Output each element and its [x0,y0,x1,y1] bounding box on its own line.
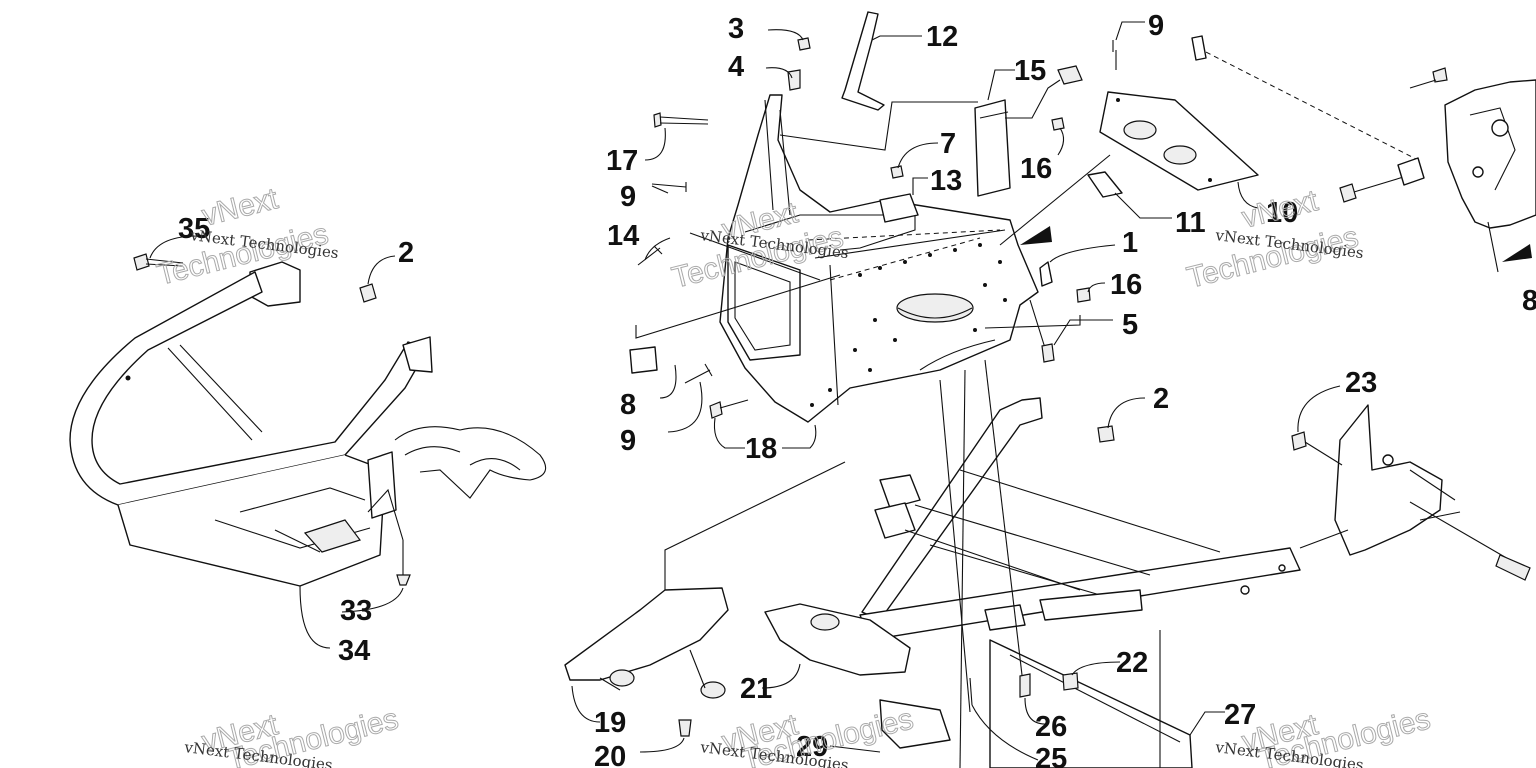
callout-17: 17 [606,145,638,177]
callout-5: 5 [1122,309,1138,341]
callout-21: 21 [740,673,772,705]
callout-2: 2 [398,237,414,269]
nut-part-22 [1062,672,1079,691]
bolt-part-18 [709,399,749,419]
front-bumper [69,261,433,587]
arrow-indicator [1020,226,1052,245]
callout-19: 19 [594,707,626,739]
clip-part-2-left [359,283,377,303]
callout-8-edge: 8 [1522,285,1536,317]
rivet-part-20 [678,719,692,737]
bolt-part-26 [1019,673,1031,698]
rivet-part-9-upper [651,182,687,192]
callout-18: 18 [745,433,777,465]
callout-16: 16 [1110,269,1142,301]
frame-holes [810,243,1007,407]
spring-part-1 [1039,261,1053,287]
front-frame-housing [719,94,1039,423]
callout-27: 27 [1224,699,1256,731]
callout-labels: 35 2 33 34 3 4 17 9 14 8 9 18 12 7 13 15… [178,10,1536,768]
callout-9: 9 [620,425,636,457]
clip-part-14 [637,245,663,266]
callout-20: 20 [594,741,626,768]
callout-16: 16 [1020,153,1052,185]
bolt-part-5 [1029,299,1055,363]
callout-34: 34 [338,635,370,667]
screw-part-33 [396,540,411,586]
grommet-part-8 [629,346,658,374]
callout-3: 3 [728,13,744,45]
callout-2: 2 [1153,383,1169,415]
callout-12: 12 [926,21,958,53]
callout-7: 7 [940,128,956,160]
callout-15: 15 [1014,55,1046,87]
callout-33: 33 [340,595,372,627]
callout-13: 13 [930,165,962,197]
callout-25: 25 [1035,743,1067,768]
callout-23: 23 [1345,367,1377,399]
callout-4: 4 [728,51,744,83]
bracket-part-11 [1087,171,1123,198]
main-chassis-frame [859,397,1301,641]
watermark-top-right: vNext Technologies vNext Technologies [1183,184,1364,296]
nut-part-16-lower [1076,287,1091,303]
skid-part-21 [764,603,911,676]
nut-part-3 [797,37,811,51]
mirror-part-12 [841,11,885,111]
watermark-bottom-center: vNext Technologies vNext Technologies [699,702,918,768]
callout-14: 14 [607,220,639,252]
callout-11: 11 [1175,207,1206,239]
clip-part-4 [787,69,801,91]
spindle-part-19 [564,587,729,699]
callout-8: 8 [620,389,636,421]
mount-part-23 [1291,404,1531,581]
pin-part-25 [969,677,973,706]
callout-35: 35 [178,213,210,245]
vehicle-outline-sketch [394,426,547,499]
bracket-part-13 [879,193,919,223]
svg-text:vNext: vNext [199,182,282,233]
rail-part-27 [879,639,1193,768]
bracket-part-10 [1099,91,1259,191]
rivet-part-9-lower [684,363,713,384]
callout-9: 9 [620,181,636,213]
rivet-part-9-right [1112,40,1117,70]
callout-29: 29 [796,731,828,763]
module-part-15 [974,65,1083,197]
callout-26: 26 [1035,711,1067,743]
callout-1: 1 [1122,227,1138,259]
nut-part-16-upper [1051,117,1065,131]
watermark-bottom-left: vNext Technologies vNext Technologies [183,702,403,768]
screw-part-35 [133,253,184,271]
rear-bracket-assembly [1339,67,1536,273]
callout-9: 9 [1148,10,1164,42]
callout-22: 22 [1116,647,1148,679]
bolt-part-17 [653,112,709,128]
nut-part-7 [890,165,904,179]
clip-part-2-center [1097,425,1115,443]
callout-10: 10 [1266,197,1298,229]
